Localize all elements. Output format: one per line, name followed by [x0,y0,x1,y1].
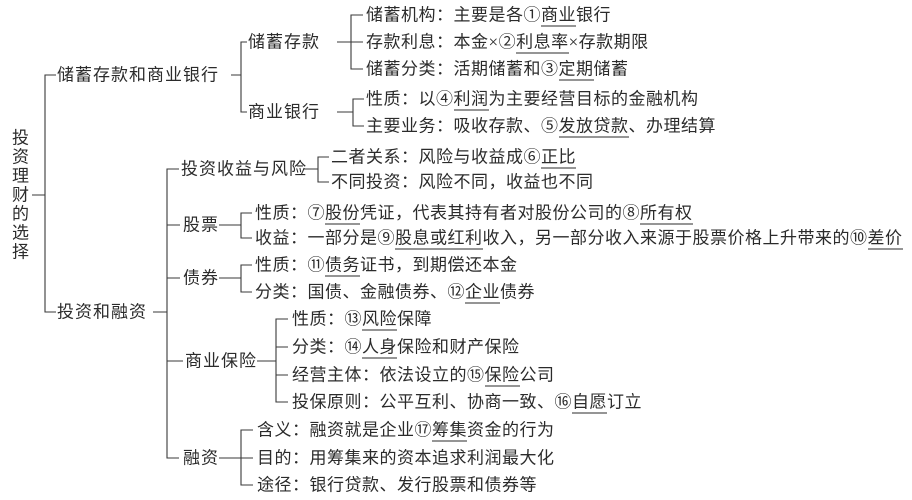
leaf-blank-answer: 自愿 [572,392,607,414]
return-risk-bracket [304,156,329,183]
leaf-text: 性质：⑬ [292,309,362,329]
leaf-text: 订立 [607,392,642,412]
leaf-insurance-operator: 经营主体：依法设立的⑮保险公司 [292,365,555,387]
leaf-text: 性质：⑦ [255,203,325,223]
leaf-text: 银行 [576,5,611,25]
leaf-bond-types: 分类：国债、金融债券、⑫企业债券 [255,282,535,304]
leaf-text: 保障 [397,309,432,329]
leaf-text: 性质：以④ [366,89,454,109]
branch2-children-bracket [153,168,183,459]
leaf-text: ×存款期限 [568,32,649,52]
node-bond: 债券 [183,268,219,288]
leaf-text: 二者关系：风险与收益成⑥ [331,147,541,167]
leaf-financing-meaning: 含义：融资就是企业⑰筹集资金的行为 [257,420,555,442]
leaf-text: 分类：⑭ [292,337,362,357]
leaf-blank-answer: 企业 [465,282,500,304]
leaf-text: 证书，到期偿还本金 [360,255,518,275]
stock-bracket [219,212,252,239]
leaf-blank-answer: 股份 [325,203,360,225]
leaf-blank-answer: 正比 [541,147,576,169]
leaf-text: 性质：⑪ [255,255,325,275]
leaf-text: 存款利息：本金×② [366,32,517,52]
leaf-bank-nature: 性质：以④利润为主要经营目标的金融机构 [366,89,699,111]
node-commercial-insurance: 商业保险 [185,351,257,371]
leaf-risk-return-relation: 二者关系：风险与收益成⑥正比 [331,147,576,169]
leaf-text: 为主要经营目标的金融机构 [488,89,699,109]
insurance-bracket [257,318,288,403]
leaf-blank-answer: 商业 [541,5,576,27]
leaf-text: 收益：一部分是⑨ [255,228,395,248]
leaf-insurance-types: 分类：⑭人身保险和财产保险 [292,337,520,359]
leaf-stock-nature: 性质：⑦股份凭证，代表其持有者对股份公司的⑧所有权 [255,203,693,225]
node-investment-return-and-risk: 投资收益与风险 [181,159,307,179]
leaf-text: 储蓄 [593,59,629,79]
branch1-children-bracket [231,41,247,113]
leaf-blank-answer: 差价 [867,228,903,250]
bond-bracket [219,264,252,293]
leaf-savings-types: 储蓄分类：活期储蓄和③定期储蓄 [366,59,629,81]
leaf-blank-answer: 人身 [362,337,397,359]
leaf-blank-answer: 债务 [325,255,360,277]
node-stock: 股票 [183,215,219,235]
leaf-insurance-principles: 投保原则：公平互利、协商一致、⑯自愿订立 [292,392,642,414]
leaf-text: 经营主体：依法设立的⑮ [292,365,485,385]
leaf-different-investments: 不同投资：风险不同，收益也不同 [331,174,594,191]
leaf-text: 不同投资：风险不同，收益也不同 [331,172,594,192]
leaf-stock-return: 收益：一部分是⑨股息或红利收入，另一部分收入来源于股票价格上升带来的⑩差价 [255,228,903,250]
leaf-text: 储蓄分类：活期储蓄和③ [366,59,559,79]
leaf-text: 含义：融资就是企业⑰ [257,420,432,440]
leaf-text: 主要业务：吸收存款、⑤ [366,116,559,136]
leaf-text: 公司 [519,365,555,385]
leaf-financing-purpose: 目的：用筹集来的资本追求利润最大化 [257,450,555,467]
leaf-blank-answer: 股息或红利 [395,228,483,250]
node-commercial-bank: 商业银行 [248,102,320,122]
savings-deposit-bracket [337,14,363,70]
leaf-blank-answer: 筹集 [432,420,467,442]
leaf-blank-answer: 定期 [558,59,594,81]
leaf-deposit-interest: 存款利息：本金×②利息率×存款期限 [366,32,649,54]
leaf-text: 投保原则：公平互利、协商一致、⑯ [292,392,572,412]
root-node: 投资理财的选择 [9,128,28,262]
leaf-blank-answer: 发放贷款 [558,116,629,138]
financing-bracket [219,429,253,486]
leaf-text: 资金的行为 [467,420,555,440]
commercial-bank-bracket [337,98,364,127]
leaf-bond-nature: 性质：⑪债务证书，到期偿还本金 [255,255,518,277]
leaf-text: 途径：银行贷款、发行股票和债券等 [257,475,537,495]
leaf-blank-answer: 利润 [453,89,489,111]
branch-investment-and-financing: 投资和融资 [57,302,147,322]
leaf-text: 债券 [500,282,535,302]
leaf-text: 分类：国债、金融债券、⑫ [255,282,465,302]
leaf-text: 目的：用筹集来的资本追求利润最大化 [257,448,555,468]
leaf-financing-ways: 途径：银行贷款、发行股票和债券等 [257,477,537,494]
leaf-text: 、办理结算 [628,116,716,136]
leaf-blank-answer: 风险 [362,309,397,331]
node-financing: 融资 [183,448,219,468]
leaf-bank-main-business: 主要业务：吸收存款、⑤发放贷款、办理结算 [366,116,716,138]
leaf-text: 凭证，代表其持有者对股份公司的⑧ [360,203,640,223]
leaf-savings-institution: 储蓄机构：主要是各①商业银行 [366,5,611,27]
branch-savings-and-commercial-banks: 储蓄存款和商业银行 [57,65,219,85]
leaf-blank-answer: 所有权 [640,203,693,225]
leaf-blank-answer: 保险 [484,365,520,387]
leaf-text: 保险和财产保险 [397,337,520,357]
root-connector [32,74,56,313]
node-savings-deposit: 储蓄存款 [248,32,320,52]
leaf-text: 收入，另一部分收入来源于股票价格上升带来的⑩ [482,228,868,248]
leaf-blank-answer: 利息率 [516,32,569,54]
leaf-insurance-nature: 性质：⑬风险保障 [292,309,432,331]
leaf-text: 储蓄机构：主要是各① [366,5,541,25]
